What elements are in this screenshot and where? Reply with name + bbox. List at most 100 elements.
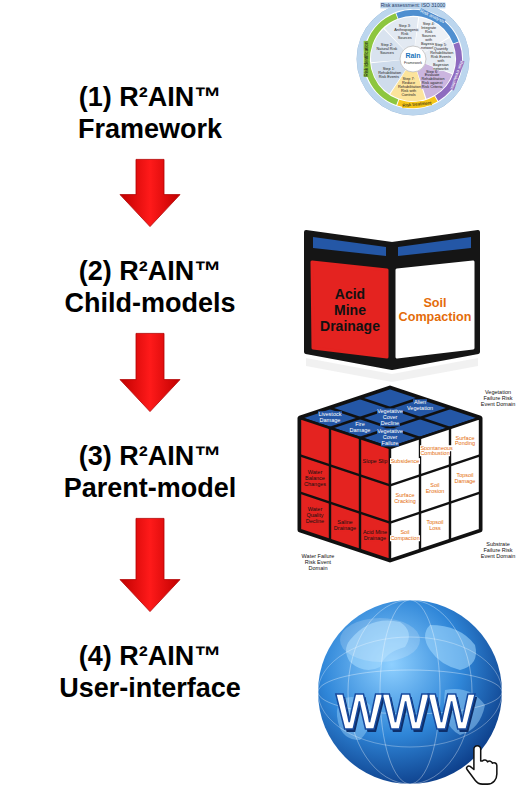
sticker-label: Spontaneous Combustion xyxy=(420,445,453,457)
sticker-label: Soil Compaction xyxy=(390,530,420,542)
domain-label: Water Failure Risk Event Domain xyxy=(301,553,335,571)
cube-sticker xyxy=(313,237,386,256)
cube-body xyxy=(306,232,478,368)
sticker-label: Fire Damage xyxy=(349,421,371,433)
step-text: Step 5: Quantify Rehabilitation Risk Eve… xyxy=(430,43,454,71)
step-text-box: Step 1: Rehabilitation Risk Events xyxy=(378,67,400,79)
step-heading: (3) R²AIN™ Parent-model xyxy=(45,438,255,507)
domain-label: Substrate Failure Risk Event Domain xyxy=(480,541,515,559)
grid-line xyxy=(329,428,331,540)
sticker-label: Soil Compaction xyxy=(398,296,472,324)
domain-label: Vegetation Failure Risk Event Domain xyxy=(480,389,515,407)
grid-line xyxy=(390,493,480,523)
sticker-label: Vegetative Cover Decline xyxy=(377,408,403,426)
ring-title-box: Risk assessment: ISO 31000 xyxy=(380,3,445,8)
step-text-box: Step 2: Natural Risk Sources xyxy=(376,43,398,55)
cube-sticker xyxy=(312,262,387,357)
step-title: (1) R²AIN™ Framework xyxy=(45,81,255,146)
sticker-label-box: Vegetative Cover Failure xyxy=(375,429,405,446)
step-heading: (1) R²AIN™ Framework xyxy=(45,79,255,148)
step-text-box: Step 6: Evaluate Rehabilitation Risk aga… xyxy=(421,70,443,90)
block-arrow xyxy=(120,159,180,226)
sticker-label-box: Saline Drainage xyxy=(330,521,360,533)
sticker-label: Vegetative Cover Failure xyxy=(377,428,403,446)
cube-sticker xyxy=(397,262,473,357)
sticker-label-box: Livestock Damage xyxy=(315,412,345,424)
cube-body xyxy=(300,388,480,560)
step-text-box: Step 5: Quantify Rehabilitation Risk Eve… xyxy=(430,43,452,71)
sticker-label-box: Soil Erosion xyxy=(420,483,450,495)
sticker-label-box: Fire Damage xyxy=(345,422,375,434)
sticker-label: Subsidence xyxy=(390,458,420,464)
sticker-label: Surface Ponding xyxy=(455,435,476,447)
sticker-grid xyxy=(300,398,480,550)
step-text: Step 7: Reduce Rehabilitation Risk with … xyxy=(398,77,422,97)
step-text-box: Step 3: Anthropogenic Risk Sources xyxy=(394,24,416,40)
block-arrow xyxy=(120,333,180,411)
sticker-label-box: Acid Mine Drainage xyxy=(319,286,381,334)
sticker-label-box: Surface Cracking xyxy=(390,493,420,505)
step-title: (3) R²AIN™ Parent-model xyxy=(45,440,255,505)
domain-label-box: Substrate Failure Risk Event Domain xyxy=(480,541,516,559)
sticker-label: Acid Mine Drainage xyxy=(320,286,381,334)
ring-segment xyxy=(354,0,472,118)
step-title: (2) R²AIN™ Child-models xyxy=(45,255,255,320)
sticker-label-box: Topsoil Loss xyxy=(420,521,450,533)
ring-segment xyxy=(354,0,472,118)
outer-rim xyxy=(357,3,469,115)
sticker-label-box: Slope Slip xyxy=(360,459,390,465)
outer-ring xyxy=(360,6,466,112)
www-text: WWW xyxy=(335,684,474,740)
sticker-label: Topsoil Loss xyxy=(426,520,444,532)
step-text: Step 6: Evaluate Rehabilitation Risk aga… xyxy=(421,70,445,90)
logo-subtitle-box: Framework xyxy=(404,62,423,66)
ring-label: Risk identification xyxy=(364,41,369,77)
sticker-label-box: Vegetative Cover Decline xyxy=(375,409,405,426)
sticker-label: Saline Drainage xyxy=(333,520,356,532)
ring-segment xyxy=(354,0,472,118)
sticker-label: Water Quality Decline xyxy=(305,507,324,525)
ring-label: Risk evaluation xyxy=(449,59,464,90)
logo-text: Rain xyxy=(405,52,421,59)
step-text: Step 2: Natural Risk Sources xyxy=(376,43,397,55)
logo-subtitle: Framework xyxy=(404,61,423,65)
step-text: Step 1: Rehabilitation Risk Events xyxy=(378,67,402,79)
sticker-label-box: Spontaneous Combustion xyxy=(420,446,450,458)
hand-cursor xyxy=(467,746,497,784)
ring-label: Risk treatment xyxy=(402,100,432,108)
grid-line xyxy=(359,438,361,550)
cube-sticker xyxy=(398,237,471,256)
sticker-label: Water Balance Changes xyxy=(304,469,327,487)
sticker-label: Livestock Damage xyxy=(318,411,342,423)
step-text: Step 3: Anthropogenic Risk Sources xyxy=(394,24,419,40)
sticker-label-box: Acid Mine Drainage xyxy=(360,531,390,543)
ring-label-box: Risk evaluation xyxy=(449,59,464,90)
step-title: (4) R²AIN™ User-interface xyxy=(45,640,255,705)
grid-line xyxy=(390,455,480,485)
sticker-label: Surface Cracking xyxy=(394,492,416,504)
sticker-label: Alien Vegetation xyxy=(407,399,434,411)
globe-shine xyxy=(340,618,420,662)
ring-title: Risk assessment: ISO 31000 xyxy=(380,2,445,8)
sticker-label-box: Soil Compaction xyxy=(390,531,420,543)
sticker-label-box: Water Balance Changes xyxy=(300,470,330,487)
sticker-label-box: Alien Vegetation xyxy=(405,400,435,412)
block-arrow xyxy=(120,518,180,611)
step-heading: (4) R²AIN™ User-interface xyxy=(45,638,255,707)
domain-label-box: Water Failure Risk Event Domain xyxy=(298,553,338,571)
step-heading: (2) R²AIN™ Child-models xyxy=(45,253,255,322)
sticker-label: Acid Mine Drainage xyxy=(363,530,388,542)
cube-reflection xyxy=(306,358,478,382)
ring-label-box: Risk treatment xyxy=(402,101,432,108)
sticker-label-box: Subsidence xyxy=(390,459,420,465)
ring-segment xyxy=(350,0,476,122)
domain-label-box: Vegetation Failure Risk Event Domain xyxy=(480,389,516,407)
logo-text-box: Rain xyxy=(405,52,421,59)
sticker-label-box: Topsoil Damage xyxy=(450,473,480,485)
sticker-label: Slope Slip xyxy=(362,458,388,464)
step-text-box: Step 7: Reduce Rehabilitation Risk with … xyxy=(398,77,420,97)
www-text-box: WWW xyxy=(335,687,474,737)
grid-line xyxy=(360,398,450,428)
globe xyxy=(318,600,502,784)
